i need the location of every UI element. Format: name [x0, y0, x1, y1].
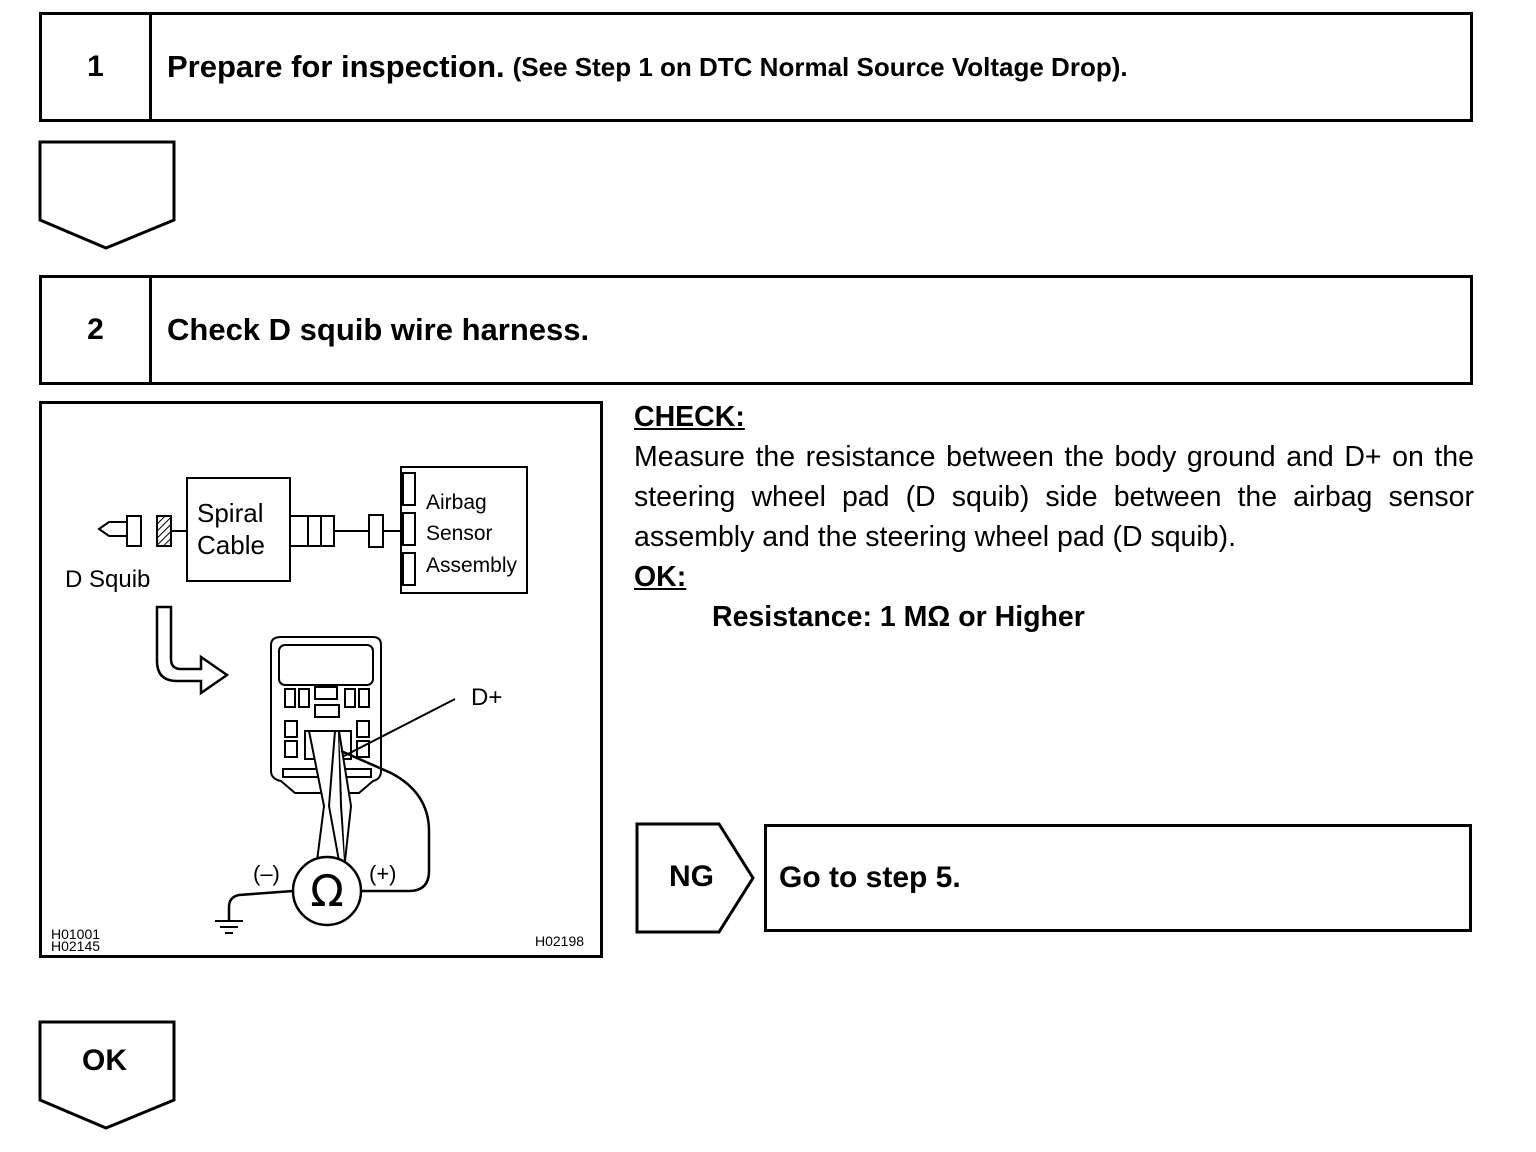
squib-circuit-illustration: Spiral Cable Airbag Sensor Assembly D Sq…	[39, 401, 603, 958]
ground-icon	[215, 920, 243, 934]
airbag-label-3: Assembly	[426, 554, 518, 577]
ok-spec: Resistance: 1 MΩ or Higher	[712, 601, 1085, 633]
d-squib-label: D Squib	[65, 566, 150, 593]
ground-lead	[227, 889, 294, 921]
positive-probe-lead	[340, 749, 431, 893]
sensor-pins	[402, 472, 416, 586]
step-1-number: 1	[42, 15, 152, 119]
step-1-header: 1 Prepare for inspection. (See Step 1 on…	[39, 12, 1473, 122]
spiral-cable-label-1: Spiral	[197, 498, 263, 528]
bent-arrow-icon	[155, 605, 230, 696]
figure-code-left-1: H01001	[51, 926, 100, 942]
spiral-cable-label-2: Cable	[197, 530, 265, 560]
ok-arrow: OK	[38, 1020, 178, 1132]
figure-code-right: H02198	[535, 933, 584, 949]
ng-label: NG	[669, 860, 714, 893]
airbag-label-2: Sensor	[426, 522, 493, 545]
down-arrow-icon	[38, 1020, 176, 1130]
ok-label: OK	[82, 1044, 127, 1077]
plus-terminal-label: (+)	[369, 861, 397, 886]
right-arrow-icon	[635, 822, 755, 934]
figure-code-left-2: H02145	[51, 938, 100, 954]
cable-connector	[289, 514, 401, 548]
check-heading: CHECK:	[634, 401, 745, 433]
wire-harness	[307, 730, 353, 862]
d-squib-connector	[97, 515, 187, 547]
airbag-label-1: Airbag	[426, 491, 487, 514]
check-text: Measure the resistance between the body …	[634, 441, 1474, 553]
next-arrow-1	[38, 140, 178, 252]
d-plus-label: D+	[471, 684, 502, 711]
ohm-symbol: Ω	[310, 866, 344, 917]
minus-terminal-label: (–)	[253, 861, 280, 886]
step-2-number: 2	[42, 278, 152, 382]
step-1-title: Prepare for inspection.	[167, 49, 505, 84]
wiring-figure: Spiral Cable Airbag Sensor Assembly D Sq…	[39, 401, 605, 966]
ng-arrow: NG	[635, 822, 759, 934]
check-section: CHECK: Measure the resistance between th…	[634, 397, 1474, 637]
step-2-title: Check D squib wire harness.	[167, 312, 590, 347]
step-1-title-row: Prepare for inspection. (See Step 1 on D…	[167, 15, 1460, 119]
step-2-header: 2 Check D squib wire harness.	[39, 275, 1473, 385]
ok-heading: OK:	[634, 561, 687, 593]
step-1-note: (See Step 1 on DTC Normal Source Voltage…	[512, 51, 1128, 82]
ng-action: Go to step 5.	[764, 824, 1472, 932]
down-arrow-icon	[38, 140, 176, 250]
connector-face	[270, 636, 382, 794]
step-2-title-row: Check D squib wire harness.	[167, 278, 1460, 382]
airbag-sensor-box	[400, 466, 528, 594]
d-plus-leader	[343, 698, 456, 757]
